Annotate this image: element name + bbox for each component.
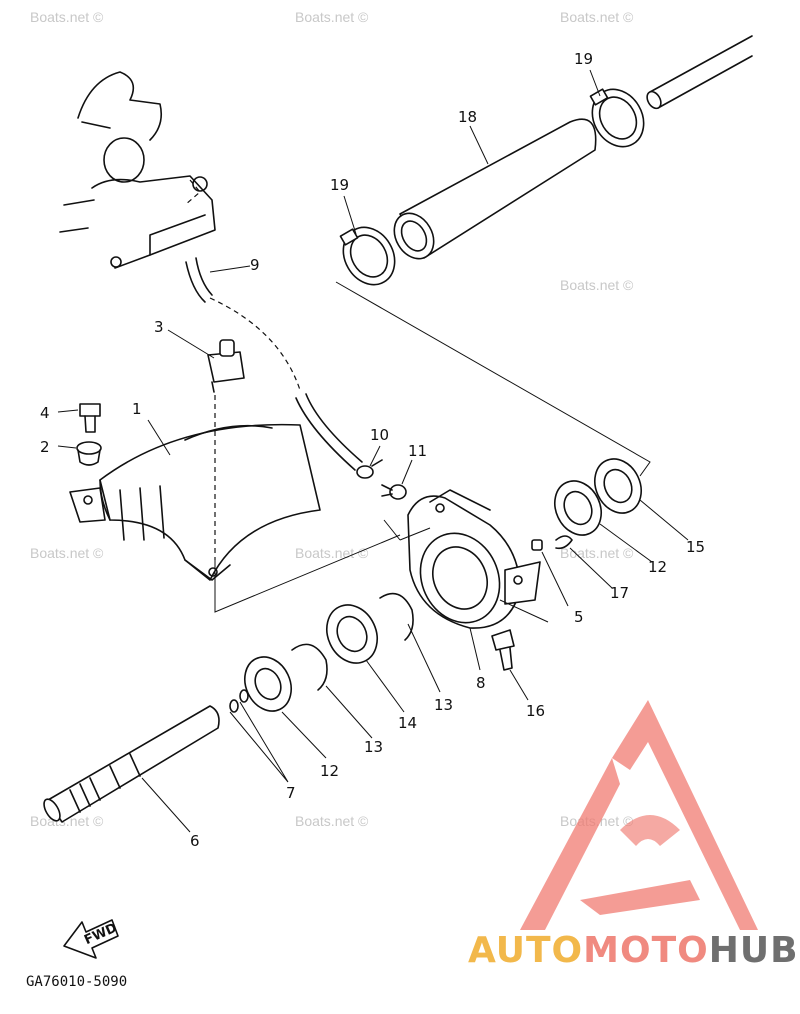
- callout-8: 8: [476, 674, 486, 692]
- part-17-clip: [555, 535, 573, 550]
- callout-numbers: 1 2 3 4 5 6 7 8 9 10 11 12 12 13 13 14 1…: [40, 50, 705, 850]
- fwd-arrow-icon: [63, 919, 119, 959]
- logo-g-curve-icon: [620, 815, 680, 846]
- callout-1: 1: [132, 400, 142, 418]
- watermark: Boats.net ©: [295, 545, 369, 561]
- part-11-screw: [381, 484, 407, 500]
- callout-3: 3: [154, 318, 164, 336]
- part-4-bolt: [79, 403, 101, 433]
- engine-fragment-drawing: [59, 71, 216, 269]
- part-19-hose-clamp-left: [339, 226, 396, 286]
- callout-17: 17: [610, 584, 629, 602]
- watermark: Boats.net ©: [560, 9, 634, 25]
- callout-6: 6: [190, 832, 200, 850]
- part-7-o-rings: [229, 689, 249, 713]
- part-6-drive-shaft: [43, 705, 220, 823]
- callout-2: 2: [40, 438, 50, 456]
- callout-16: 16: [526, 702, 545, 720]
- callout-5: 5: [574, 608, 584, 626]
- watermark: Boats.net ©: [560, 545, 634, 561]
- callout-14: 14: [398, 714, 417, 732]
- part-1-cover: [69, 395, 401, 613]
- part-13-circlip-lower: [291, 643, 328, 691]
- part-16-bolt: [491, 629, 515, 671]
- automotohub-logo: AUTOMOTOHUB: [468, 700, 799, 971]
- watermark: Boats.net ©: [30, 813, 104, 829]
- watermark: Boats.net ©: [295, 813, 369, 829]
- logo-wordmark: AUTOMOTOHUB: [468, 930, 799, 971]
- part-15-oil-seal: [594, 458, 642, 514]
- part-12-oil-seal-upper: [554, 480, 602, 536]
- drive-shaft-top: [646, 35, 753, 110]
- reference-lines: [335, 281, 651, 623]
- part-5-pin: [531, 539, 543, 551]
- callout-11: 11: [408, 442, 427, 460]
- callout-13-upper: 13: [434, 696, 453, 714]
- part-18-hose-sleeve: [393, 118, 597, 260]
- watermarks: Boats.net © Boats.net © Boats.net © Boat…: [30, 9, 634, 829]
- part-9-hose: [185, 257, 363, 471]
- forward-direction-marker: FWD: [63, 919, 120, 959]
- callout-7: 7: [286, 784, 296, 802]
- part-19-hose-clamp-right: [589, 88, 645, 148]
- callout-12-upper: 12: [648, 558, 667, 576]
- leader-lines: [57, 69, 689, 833]
- callout-12-lower: 12: [320, 762, 339, 780]
- callout-9: 9: [250, 256, 260, 274]
- logo-triangle-left-icon: [520, 758, 620, 930]
- callout-4: 4: [40, 404, 50, 422]
- callout-15: 15: [686, 538, 705, 556]
- logo-triangle-bar-icon: [580, 880, 700, 915]
- callout-18: 18: [458, 108, 477, 126]
- drawing-code: GA76010-5090: [26, 974, 127, 990]
- callout-19-left: 19: [330, 176, 349, 194]
- part-3-bracket: [207, 339, 245, 393]
- watermark: Boats.net ©: [295, 9, 369, 25]
- part-12-oil-seal-lower: [244, 656, 292, 712]
- part-10-hose-clamp: [356, 459, 383, 479]
- callout-19-right: 19: [574, 50, 593, 68]
- watermark: Boats.net ©: [560, 277, 634, 293]
- watermark: Boats.net ©: [30, 545, 104, 561]
- watermark: Boats.net ©: [30, 9, 104, 25]
- callout-13-lower: 13: [364, 738, 383, 756]
- callout-10: 10: [370, 426, 389, 444]
- part-14-bearing: [326, 604, 378, 664]
- part-2-collar: [76, 441, 102, 466]
- logo-triangle-icon: [612, 700, 758, 930]
- part-8-bearing-housing: [407, 489, 541, 629]
- part-13-circlip-upper: [379, 592, 414, 641]
